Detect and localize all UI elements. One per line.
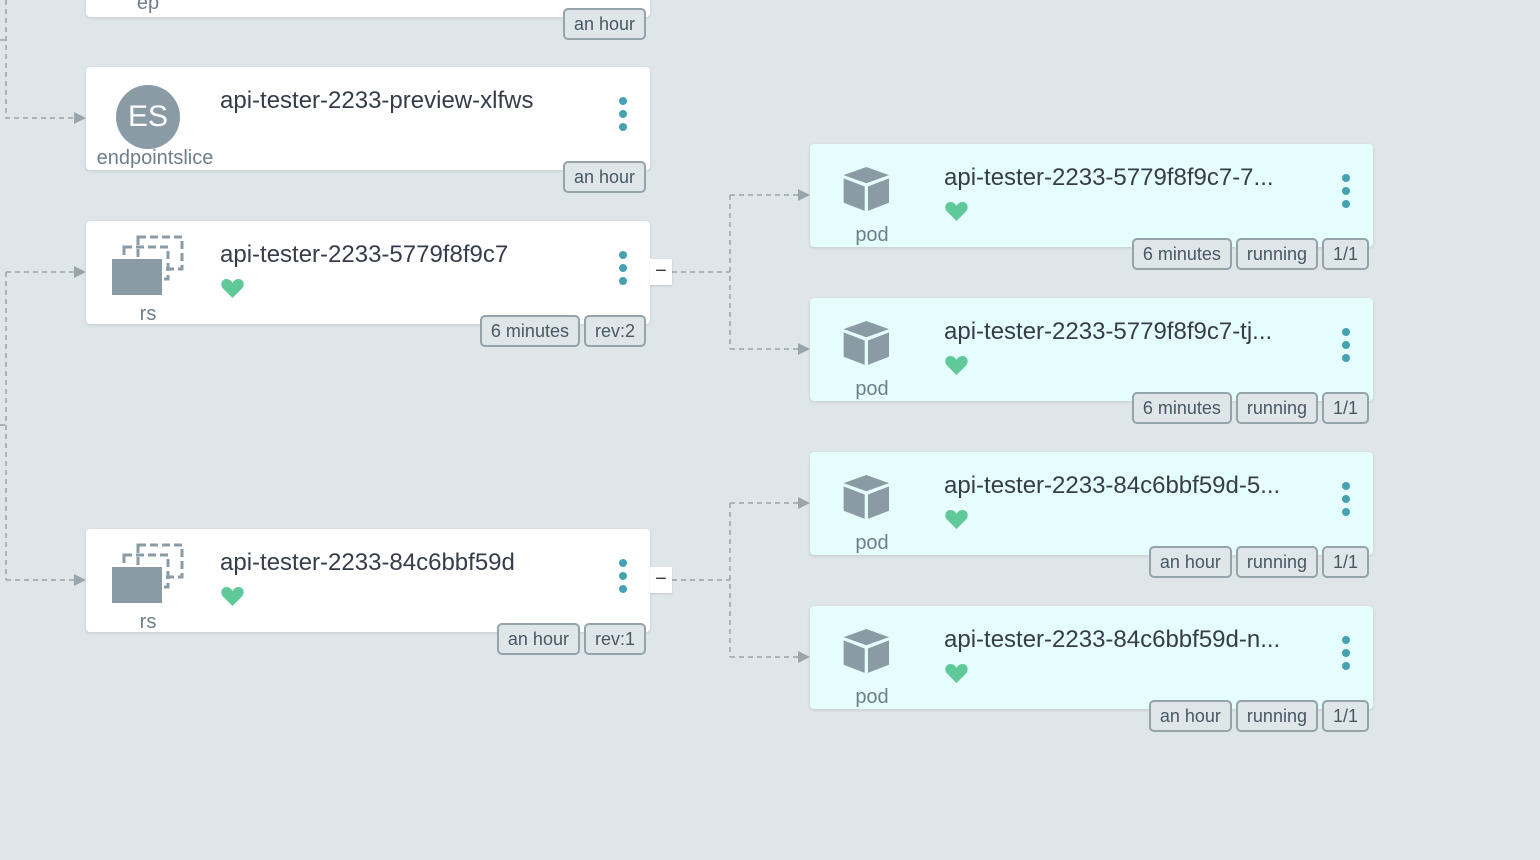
node-title[interactable]: api-tester-2233-5779f8f9c7-tj... bbox=[944, 318, 1273, 345]
replicaset-node[interactable]: rs api-tester-2233-84c6bbf59d an hour re… bbox=[86, 529, 650, 655]
revision-tag: rev:1 bbox=[583, 623, 646, 655]
kebab-menu-icon[interactable] bbox=[610, 97, 636, 137]
pod-node[interactable]: pod api-tester-2233-5779f8f9c7-7... 6 mi… bbox=[810, 144, 1373, 270]
ready-tag: 1/1 bbox=[1321, 238, 1369, 270]
age-tag: an hour bbox=[562, 8, 646, 40]
es-circle-icon: ES bbox=[116, 85, 180, 149]
kind-label: ep bbox=[136, 0, 160, 14]
pod-node[interactable]: pod api-tester-2233-5779f8f9c7-tj... 6 m… bbox=[810, 298, 1373, 424]
collapse-button[interactable]: − bbox=[650, 259, 672, 285]
heart-icon bbox=[221, 587, 244, 606]
age-tag: an hour bbox=[562, 161, 646, 193]
kind-label: rs bbox=[139, 611, 157, 633]
kind-label: endpointslice bbox=[96, 147, 214, 169]
ep-node[interactable]: ep an hour bbox=[86, 0, 650, 40]
age-tag: 6 minutes bbox=[1131, 238, 1232, 270]
age-tag: an hour bbox=[1148, 700, 1232, 732]
replicaset-icon bbox=[112, 543, 184, 603]
heart-icon bbox=[945, 664, 968, 683]
status-tag: running bbox=[1235, 546, 1318, 578]
node-title[interactable]: api-tester-2233-84c6bbf59d-n... bbox=[944, 626, 1281, 653]
status-tag: running bbox=[1235, 700, 1318, 732]
revision-tag: rev:2 bbox=[583, 315, 646, 347]
node-tags: an hour rev:1 bbox=[496, 623, 646, 655]
node-title[interactable]: api-tester-2233-84c6bbf59d bbox=[220, 549, 515, 576]
node-tags: an hour running 1/1 bbox=[1148, 700, 1369, 732]
kind-label: pod bbox=[855, 378, 889, 400]
node-tags: an hour bbox=[562, 8, 646, 40]
pod-node[interactable]: pod api-tester-2233-84c6bbf59d-n... an h… bbox=[810, 606, 1373, 732]
age-tag: 6 minutes bbox=[1131, 392, 1232, 424]
cube-icon bbox=[843, 475, 890, 519]
kebab-menu-icon[interactable] bbox=[610, 559, 636, 599]
status-tag: running bbox=[1235, 392, 1318, 424]
cube-icon bbox=[843, 321, 890, 365]
kebab-menu-icon[interactable] bbox=[1333, 482, 1359, 522]
node-tags: 6 minutes rev:2 bbox=[479, 315, 646, 347]
node-title[interactable]: api-tester-2233-preview-xlfws bbox=[220, 87, 534, 114]
heart-icon bbox=[945, 356, 968, 375]
kind-label: rs bbox=[139, 303, 157, 325]
pod-node[interactable]: pod api-tester-2233-84c6bbf59d-5... an h… bbox=[810, 452, 1373, 578]
ready-tag: 1/1 bbox=[1321, 546, 1369, 578]
kind-label: pod bbox=[855, 224, 889, 246]
ready-tag: 1/1 bbox=[1321, 392, 1369, 424]
node-title[interactable]: api-tester-2233-5779f8f9c7 bbox=[220, 241, 509, 268]
age-tag: an hour bbox=[1148, 546, 1232, 578]
kind-label: pod bbox=[855, 532, 889, 554]
collapse-button[interactable]: − bbox=[650, 567, 672, 593]
replicaset-icon bbox=[112, 235, 184, 295]
kebab-menu-icon[interactable] bbox=[1333, 328, 1359, 368]
kebab-menu-icon[interactable] bbox=[1333, 636, 1359, 676]
age-tag: 6 minutes bbox=[479, 315, 580, 347]
kebab-menu-icon[interactable] bbox=[1333, 174, 1359, 214]
heart-icon bbox=[221, 279, 244, 298]
ready-tag: 1/1 bbox=[1321, 700, 1369, 732]
cube-icon bbox=[843, 629, 890, 673]
replicaset-node[interactable]: rs api-tester-2233-5779f8f9c7 6 minutes … bbox=[86, 221, 650, 347]
node-tags: 6 minutes running 1/1 bbox=[1131, 238, 1369, 270]
heart-icon bbox=[945, 202, 968, 221]
kebab-menu-icon[interactable] bbox=[610, 251, 636, 291]
node-title[interactable]: api-tester-2233-5779f8f9c7-7... bbox=[944, 164, 1274, 191]
cube-icon bbox=[843, 167, 890, 211]
kind-label: pod bbox=[855, 686, 889, 708]
node-title[interactable]: api-tester-2233-84c6bbf59d-5... bbox=[944, 472, 1281, 499]
node-tags: an hour bbox=[562, 161, 646, 193]
endpointslice-node[interactable]: ES endpointslice api-tester-2233-preview… bbox=[86, 67, 650, 193]
node-tags: an hour running 1/1 bbox=[1148, 546, 1369, 578]
status-tag: running bbox=[1235, 238, 1318, 270]
age-tag: an hour bbox=[496, 623, 580, 655]
heart-icon bbox=[945, 510, 968, 529]
node-tags: 6 minutes running 1/1 bbox=[1131, 392, 1369, 424]
